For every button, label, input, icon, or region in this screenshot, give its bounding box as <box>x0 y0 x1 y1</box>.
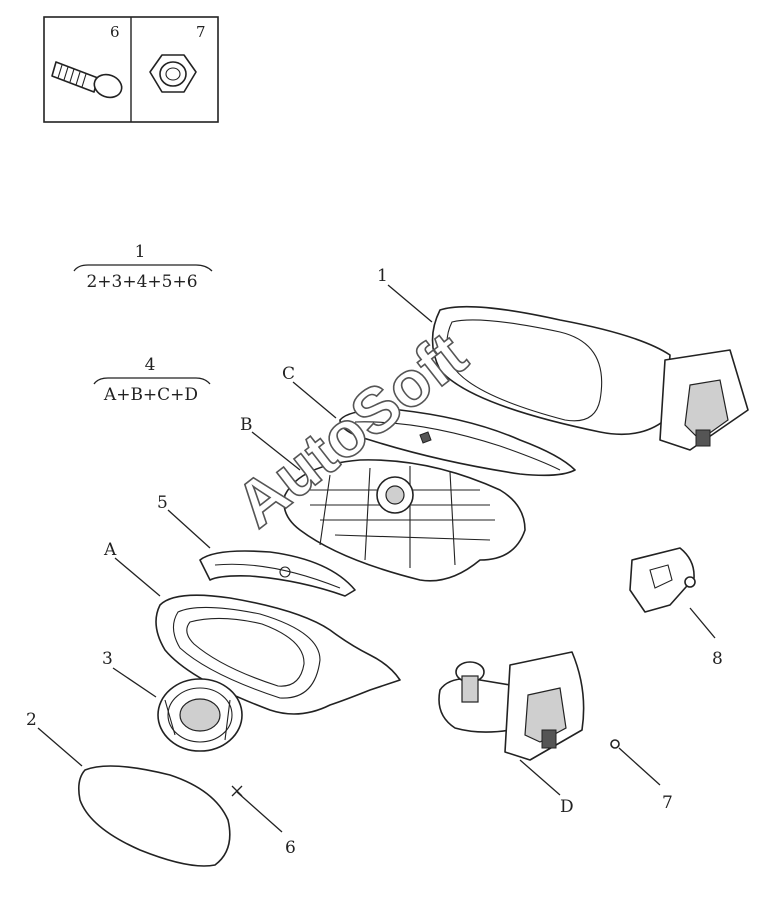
adjuster-motor-part-3 <box>157 678 243 752</box>
callout-2: 2 <box>26 710 37 730</box>
callout-5: 5 <box>157 493 168 513</box>
mirror-base-part-D <box>438 651 585 761</box>
legend-label-6: 6 <box>110 23 120 41</box>
callout-D: D <box>560 797 574 817</box>
callout-7: 7 <box>662 793 673 813</box>
outer-cover-part-C <box>339 408 576 477</box>
callout-C: C <box>282 364 295 384</box>
formula-assembly-4: 4 A+B+C+D <box>93 355 211 405</box>
formula-bottom: 2+3+4+5+6 <box>86 272 197 292</box>
formula-top: 1 <box>135 242 146 262</box>
housing-frame-part-B <box>283 459 526 582</box>
callout-8: 8 <box>712 649 723 669</box>
callout-6: 6 <box>285 838 296 858</box>
callout-labels: 1 C B 5 A 3 2 8 D 7 6 <box>26 266 723 858</box>
formula-assembly-1: 1 2+3+4+5+6 <box>73 242 213 292</box>
callout-B: B <box>240 415 253 435</box>
nut-icon <box>149 54 197 93</box>
callout-1: 1 <box>377 266 388 286</box>
cap-part-8 <box>629 547 696 613</box>
bolt-icon <box>51 61 123 99</box>
turn-signal-lamp-part-5 <box>199 550 356 597</box>
mirror-assembly-part-1 <box>431 305 749 451</box>
formula-bottom: A+B+C+D <box>103 385 198 405</box>
callout-A: A <box>103 540 117 560</box>
legend-label-7: 7 <box>196 23 206 41</box>
mirror-glass-part-2 <box>78 765 231 867</box>
leader-lines <box>37 284 716 833</box>
formula-top: 4 <box>145 355 156 375</box>
nut-part-7 <box>610 739 620 749</box>
callout-3: 3 <box>102 649 113 669</box>
fastener-legend: 6 7 <box>43 16 219 123</box>
